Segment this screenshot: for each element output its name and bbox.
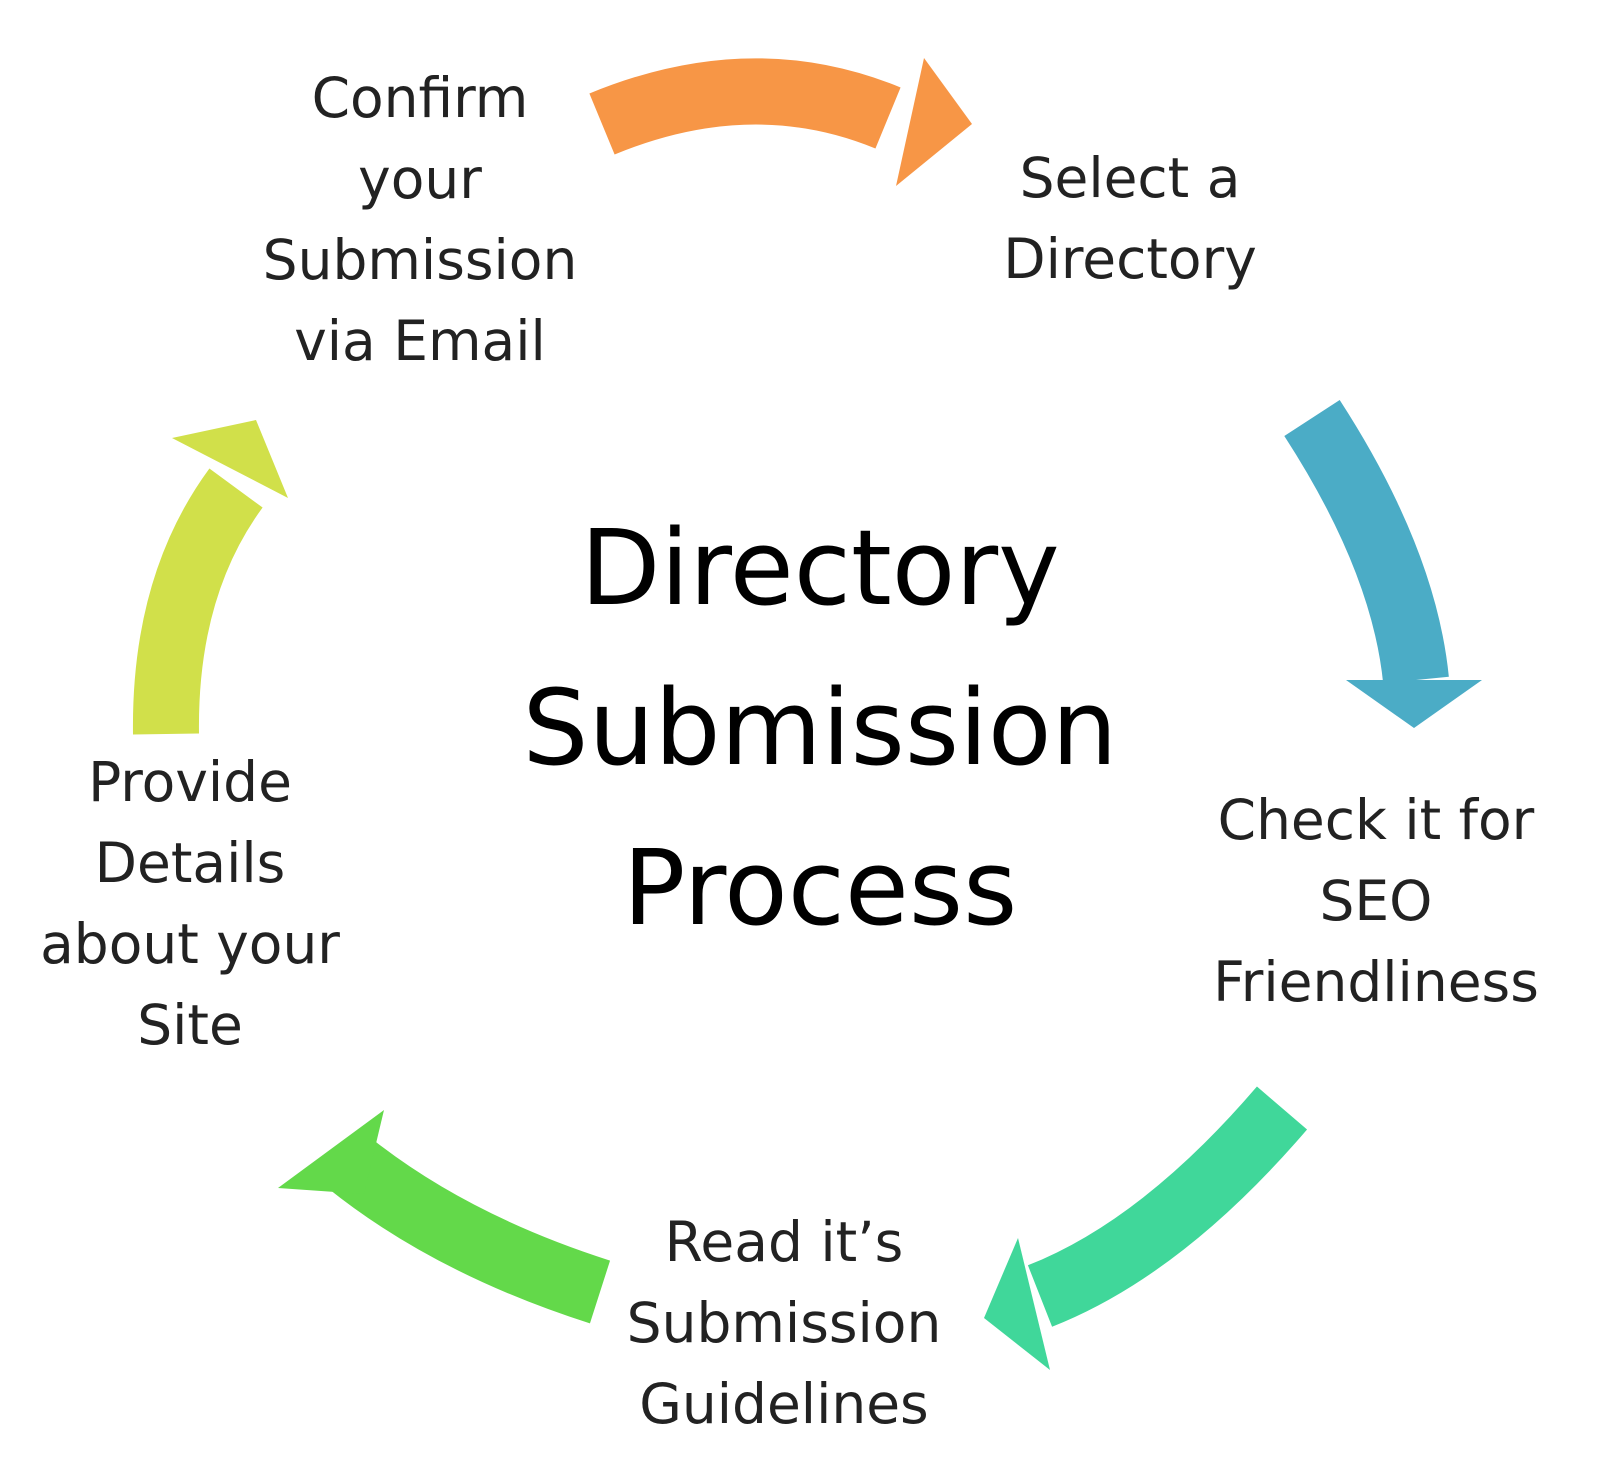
step-select-directory: Select a Directory <box>1003 146 1257 291</box>
arrow-select-to-check <box>1284 400 1482 728</box>
diagram-title: Directory Submission Process <box>522 507 1118 949</box>
arrow-read-to-provide <box>278 1110 611 1324</box>
arrow-confirm-to-select <box>589 58 972 186</box>
step-provide-site-details: Provide Details about your Site <box>40 750 340 1057</box>
arrow-provide-to-confirm <box>132 420 288 735</box>
step-confirm-submission-email: Confirm your Submission via Email <box>262 66 578 373</box>
step-check-seo-friendliness: Check it for SEO Friendliness <box>1213 788 1539 1014</box>
step-read-submission-guidelines: Read it’s Submission Guidelines <box>626 1210 942 1436</box>
arrow-check-to-read <box>984 1086 1308 1370</box>
